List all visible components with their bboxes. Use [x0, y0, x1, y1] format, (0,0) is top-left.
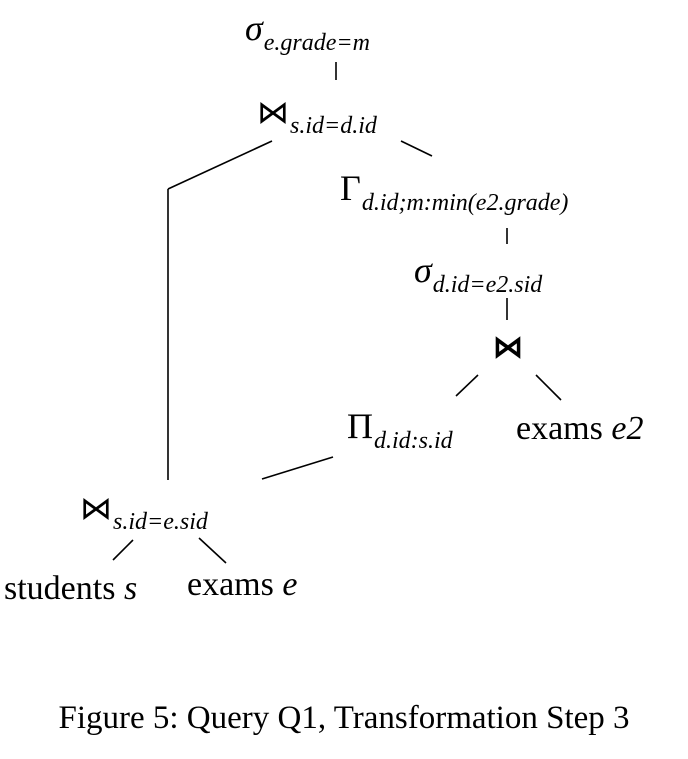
projection-spec: d.id:s.id — [374, 428, 453, 454]
edge-join-to-left-branch — [167, 140, 273, 190]
relation-exams-e2: exams e2 — [516, 412, 643, 446]
join-symbol: ⋈ — [257, 94, 289, 130]
selection-symbol: σ — [245, 8, 263, 48]
selection-condition: e.grade=m — [263, 30, 370, 56]
edge-bottom-join-to-exams-e — [198, 537, 227, 564]
edge-join-to-group — [400, 140, 433, 157]
relation-students-s: students s — [4, 572, 137, 606]
join-condition: s.id=d.id — [290, 113, 377, 139]
top-selection-node: σe.grade=m — [245, 8, 370, 55]
projection-node: Πd.id:s.id — [347, 406, 453, 453]
edge-project-to-bottom-join — [261, 456, 334, 480]
relation-name: exams — [516, 410, 603, 447]
bottom-join-node: ⋈s.id=e.sid — [80, 490, 208, 534]
relation-alias: e2 — [611, 410, 644, 447]
figure-caption: Figure 5: Query Q1, Transformation Step … — [58, 700, 630, 736]
join-symbol: ⋈ — [493, 331, 523, 364]
edge-bottom-join-to-students — [112, 539, 134, 561]
join-condition: s.id=e.sid — [113, 509, 208, 535]
inner-join-node: ⋈ — [493, 333, 523, 363]
selection-condition: d.id=e2.sid — [432, 272, 543, 298]
edge-inner-join-to-project — [455, 374, 479, 397]
edge-inner-join-to-exams-e2 — [535, 374, 562, 401]
relation-alias: s — [123, 570, 138, 607]
grouping-spec: d.id;m:min(e2.grade) — [361, 190, 569, 216]
relation-alias: e — [282, 566, 298, 603]
inner-selection-node: σd.id=e2.sid — [414, 250, 542, 297]
selection-symbol: σ — [414, 250, 432, 290]
relation-name: students — [4, 570, 116, 607]
relation-exams-e: exams e — [187, 568, 297, 602]
join-symbol: ⋈ — [80, 490, 112, 526]
projection-symbol: Π — [347, 406, 373, 446]
relation-name: exams — [187, 566, 274, 603]
grouping-symbol: Γ — [340, 168, 361, 208]
top-join-node: ⋈s.id=d.id — [257, 94, 377, 138]
grouping-node: Γd.id;m:min(e2.grade) — [340, 168, 568, 215]
